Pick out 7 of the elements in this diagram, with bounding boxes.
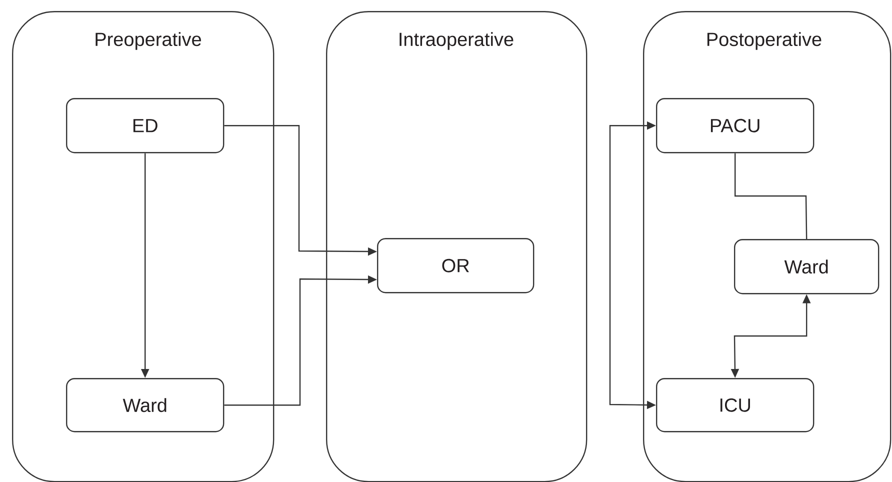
process-box: Ward xyxy=(734,239,880,294)
process-box: ED xyxy=(66,98,224,154)
process-box: Ward xyxy=(66,378,224,432)
process-box: OR xyxy=(377,238,534,294)
process-box: ICU xyxy=(656,378,814,432)
process-box: PACU xyxy=(656,98,814,154)
connector-line xyxy=(734,153,808,239)
